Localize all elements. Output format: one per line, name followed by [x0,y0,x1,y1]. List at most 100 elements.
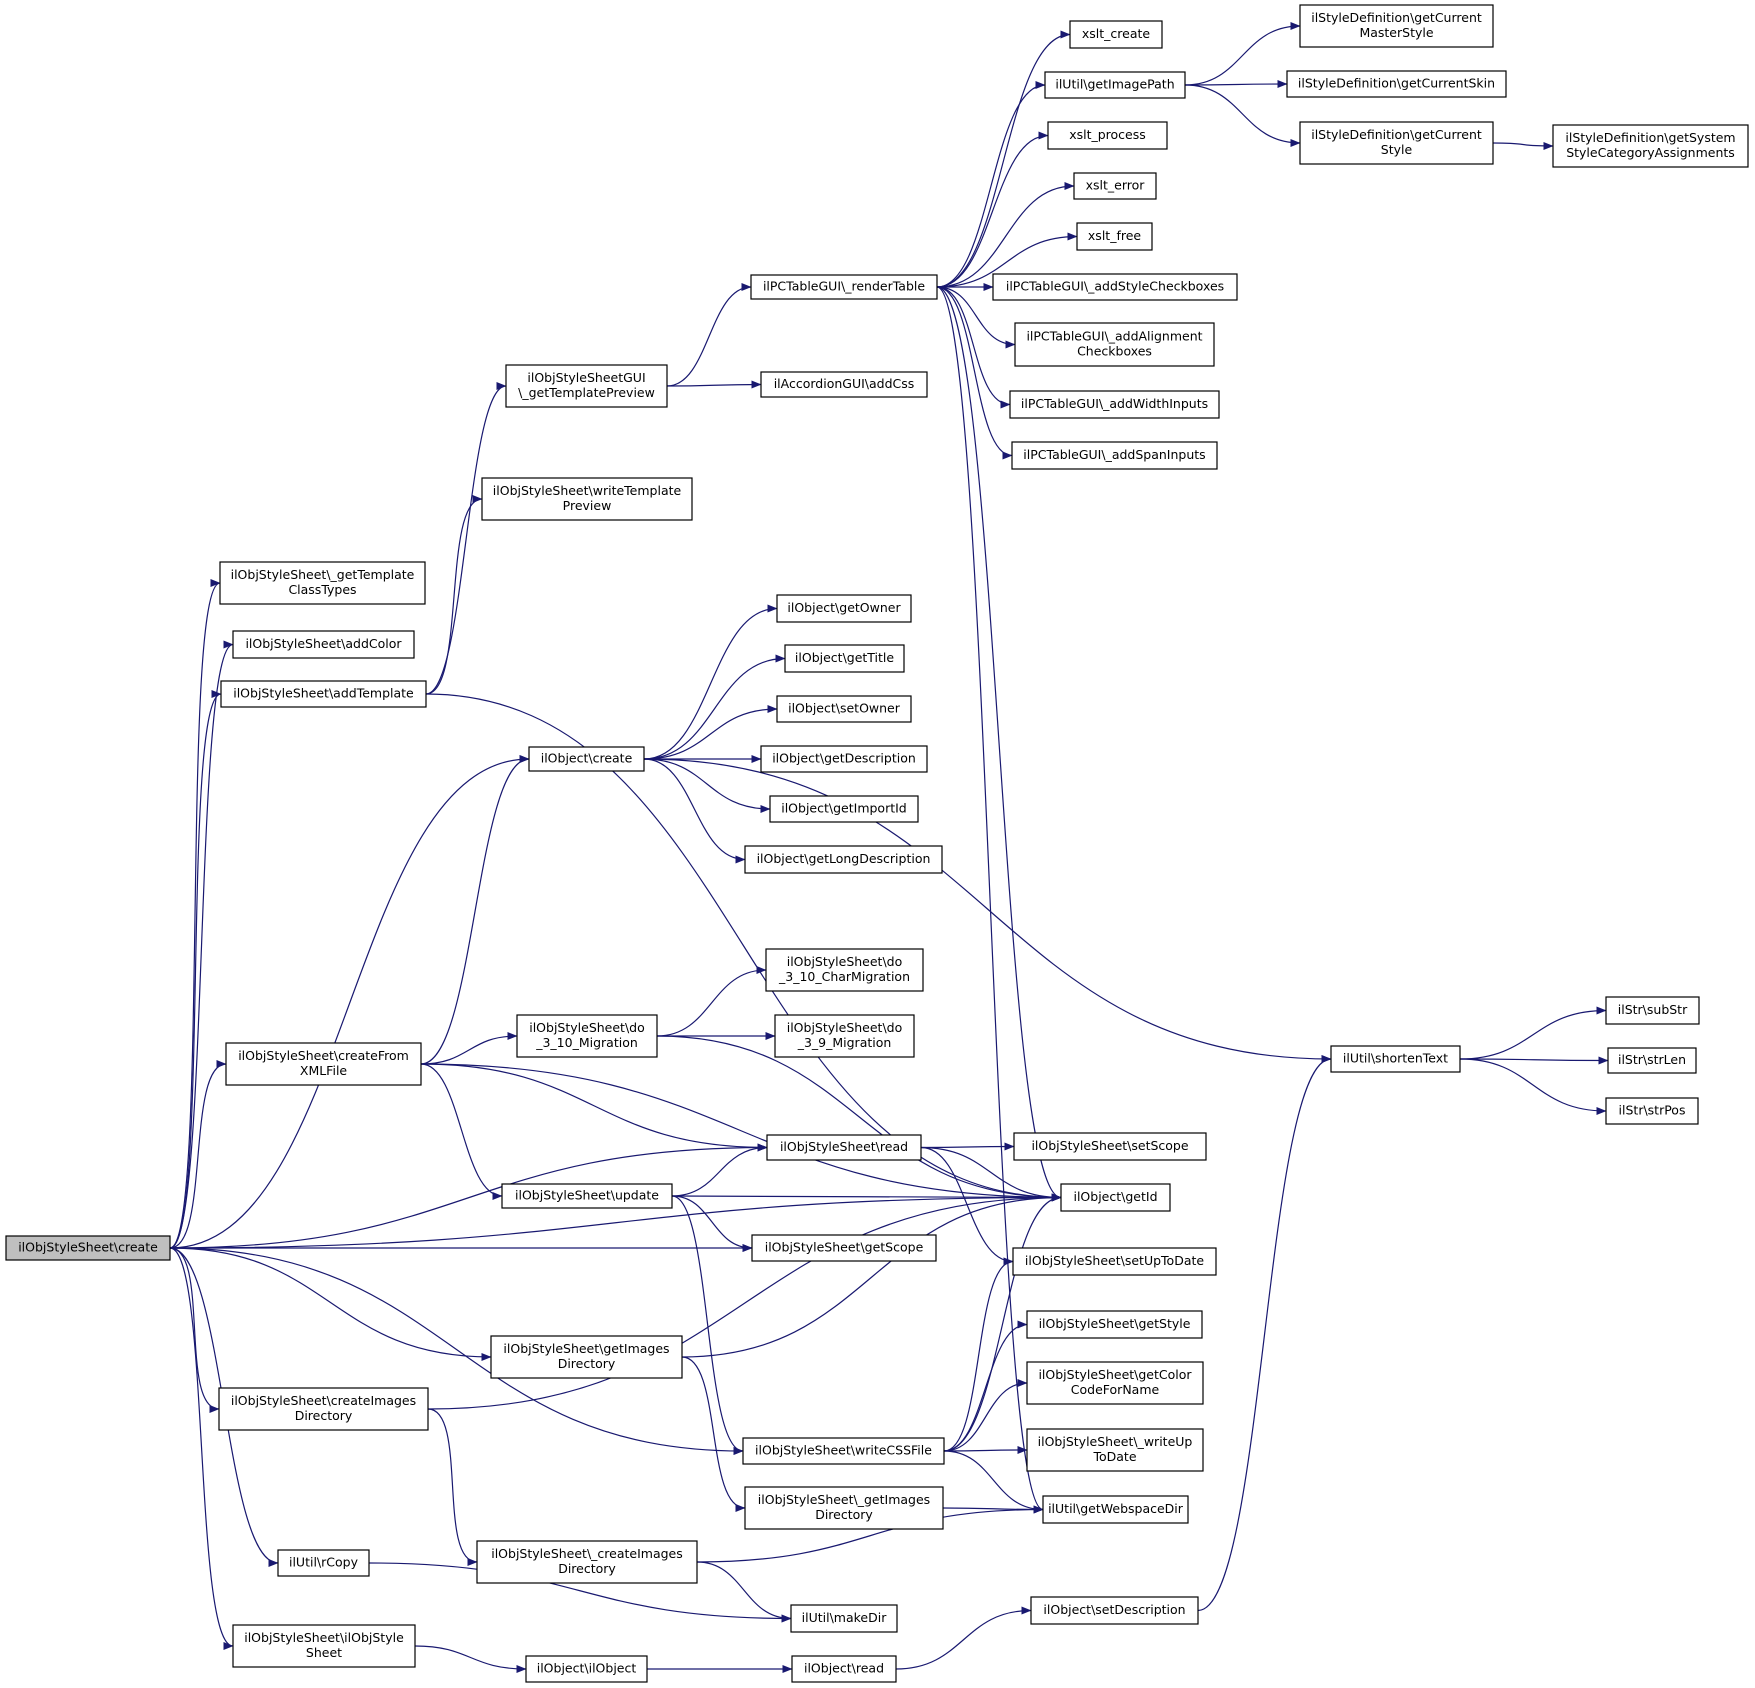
edge-renderTable-to-getId [936,286,1062,1202]
node-ilobject-getlongdescription[interactable]: ilObject\getLongDescription [744,845,943,874]
node-ilutil-rcopy[interactable]: ilUtil\rCopy [277,1549,370,1577]
node-label: ilStr\subStr [1618,1002,1688,1017]
node-ilobject-getowner[interactable]: ilObject\getOwner [776,594,912,623]
node-label: ilObjStyleSheet\read [780,1139,908,1154]
node-ilstr-strpos[interactable]: ilStr\strPos [1605,1097,1699,1125]
node-xslt_process[interactable]: xslt_process [1047,121,1168,150]
node-ilobjstylesheet-setuptodate[interactable]: ilObjStyleSheet\setUpToDate [1012,1247,1217,1276]
node-ilstyledefinition-getsystemstylecategoryassignments[interactable]: ilStyleDefinition\getSystemStyleCategory… [1552,124,1749,168]
node-label: ilObjStyleSheet\update [515,1188,659,1203]
node-label: ilPCTableGUI\_addSpanInputs [1023,447,1205,462]
node-ilobjstylesheet-create[interactable]: ilObjStyleSheet\create [5,1235,171,1261]
node-ilobjstylesheet-setscope[interactable]: ilObjStyleSheet\setScope [1013,1132,1207,1161]
node-ilutil-shortentext[interactable]: ilUtil\shortenText [1330,1045,1461,1073]
node-ilobjstylesheet-addcolor[interactable]: ilObjStyleSheet\addColor [232,630,415,659]
node-xslt_create[interactable]: xslt_create [1069,20,1163,49]
node-label: ilObjStyleSheet\createFrom [238,1048,409,1063]
edge-read-to-getId [920,1146,1062,1202]
node-label: ilObjStyleSheet\addTemplate [233,686,414,701]
node-box [1042,1495,1189,1524]
node-xslt_free[interactable]: xslt_free [1076,222,1153,251]
node-box [1009,390,1220,419]
node-label: Directory [558,1561,616,1576]
node-box [525,1655,648,1683]
node-ilobject-setdescription[interactable]: ilObject\setDescription [1030,1596,1199,1625]
node-ilutil-getwebspacedir[interactable]: ilUtil\getWebspaceDir [1042,1495,1189,1524]
edge-writeCSSFile-to-setUpToDate [943,1257,1014,1452]
node-label: ilUtil\rCopy [289,1555,359,1570]
node-label: MasterStyle [1359,25,1433,40]
node-ilobjstylesheet-do_3_9_migration[interactable]: ilObjStyleSheet\do_3_9_Migration [774,1014,915,1058]
edge-update-to-getScope [671,1195,753,1252]
edge-addTemplate-to-writeTemplatePreview [425,495,483,695]
node-xslt_error[interactable]: xslt_error [1073,172,1157,200]
node-ilobject-ilobject[interactable]: ilObject\ilObject [525,1655,648,1683]
node-box [992,273,1238,301]
node-ilobject-gettitle[interactable]: ilObject\getTitle [784,644,905,673]
node-label: ilPCTableGUI\_renderTable [763,279,925,294]
node-ilstyledefinition-getcurrentskin[interactable]: ilStyleDefinition\getCurrentSkin [1286,70,1507,98]
node-label: ilUtil\makeDir [802,1610,888,1625]
node-label: ilObjStyleSheet\setUpToDate [1025,1253,1204,1268]
node-ilobjstylesheetgui-_gettemplatepreview[interactable]: ilObjStyleSheetGUI\_getTemplatePreview [505,364,668,408]
node-label: ilObjStyleSheet\writeTemplate [493,483,682,498]
node-ilobject-create[interactable]: ilObject\create [528,746,645,772]
node-ilstr-strlen[interactable]: ilStr\strLen [1607,1047,1697,1074]
edge-read-to-setScope [920,1142,1015,1151]
node-ilobject-read[interactable]: ilObject\read [791,1655,897,1683]
edge-objectCreate-to-getImportId [643,758,771,813]
node-ilobjstylesheet-update[interactable]: ilObjStyleSheet\update [501,1183,673,1209]
node-box [1026,1310,1203,1339]
node-box [1299,121,1494,165]
node-box [1286,70,1507,98]
node-ilobjstylesheet-writecssfile[interactable]: ilObjStyleSheet\writeCSSFile [742,1437,945,1465]
node-ilobject-getimportid[interactable]: ilObject\getImportId [769,795,919,823]
node-box [766,1134,922,1161]
node-ilobjstylesheet-ilobjstylesheet[interactable]: ilObjStyleSheet\ilObjStyleSheet [232,1624,416,1668]
node-ilobjstylesheet-do_3_10_migration[interactable]: ilObjStyleSheet\do_3_10_Migration [516,1014,658,1058]
node-ilpctablegui-_addspaninputs[interactable]: ilPCTableGUI\_addSpanInputs [1011,441,1218,470]
node-ilaccordiongui-addcss[interactable]: ilAccordionGUI\addCss [760,371,928,398]
node-ilpctablegui-_rendertable[interactable]: ilPCTableGUI\_renderTable [750,274,938,300]
node-label: ilObject\getImportId [781,801,907,816]
node-ilobjstylesheet-read[interactable]: ilObjStyleSheet\read [766,1134,922,1161]
node-box [1014,322,1215,367]
node-ilobjstylesheet-do_3_10_charmigration[interactable]: ilObjStyleSheet\do_3_10_CharMigration [765,948,924,992]
edge-shortenText-to-strPos [1459,1058,1607,1115]
node-ilobject-getid[interactable]: ilObject\getId [1060,1183,1171,1212]
node-ilstr-substr[interactable]: ilStr\subStr [1605,996,1700,1025]
node-ilutil-getimagepath[interactable]: ilUtil\getImagePath [1044,71,1186,99]
node-label: ilPCTableGUI\_addWidthInputs [1021,396,1208,411]
node-ilpctablegui-_addstylecheckboxes[interactable]: ilPCTableGUI\_addStyleCheckboxes [992,273,1238,301]
node-ilobjstylesheet-getscope[interactable]: ilObjStyleSheet\getScope [751,1234,937,1262]
node-label: ilObject\create [541,751,633,766]
node-label: Directory [295,1408,353,1423]
node-ilobjstylesheet-addtemplate[interactable]: ilObjStyleSheet\addTemplate [220,680,427,708]
node-ilpctablegui-_addwidthinputs[interactable]: ilPCTableGUI\_addWidthInputs [1009,390,1220,419]
node-ilobject-getdescription[interactable]: ilObject\getDescription [760,745,928,773]
edge-root-to-ilObjStyleSheetCtor [169,1247,234,1650]
node-box [1552,124,1749,168]
node-ilobjstylesheet-getstyle[interactable]: ilObjStyleSheet\getStyle [1026,1310,1203,1339]
node-ilobject-setowner[interactable]: ilObject\setOwner [776,695,912,723]
node-box [744,1486,944,1530]
edge-objectCreate-to-getOwner [643,604,778,760]
node-label: ilObjStyleSheet\do [529,1020,645,1035]
node-box [1299,4,1494,48]
edge-update-to-getId [671,1193,1062,1202]
edge-renderTable-to-addAlignmentCheckboxes [936,286,1016,349]
node-ilutil-makedir[interactable]: ilUtil\makeDir [790,1604,898,1633]
node-box [1030,1596,1199,1625]
